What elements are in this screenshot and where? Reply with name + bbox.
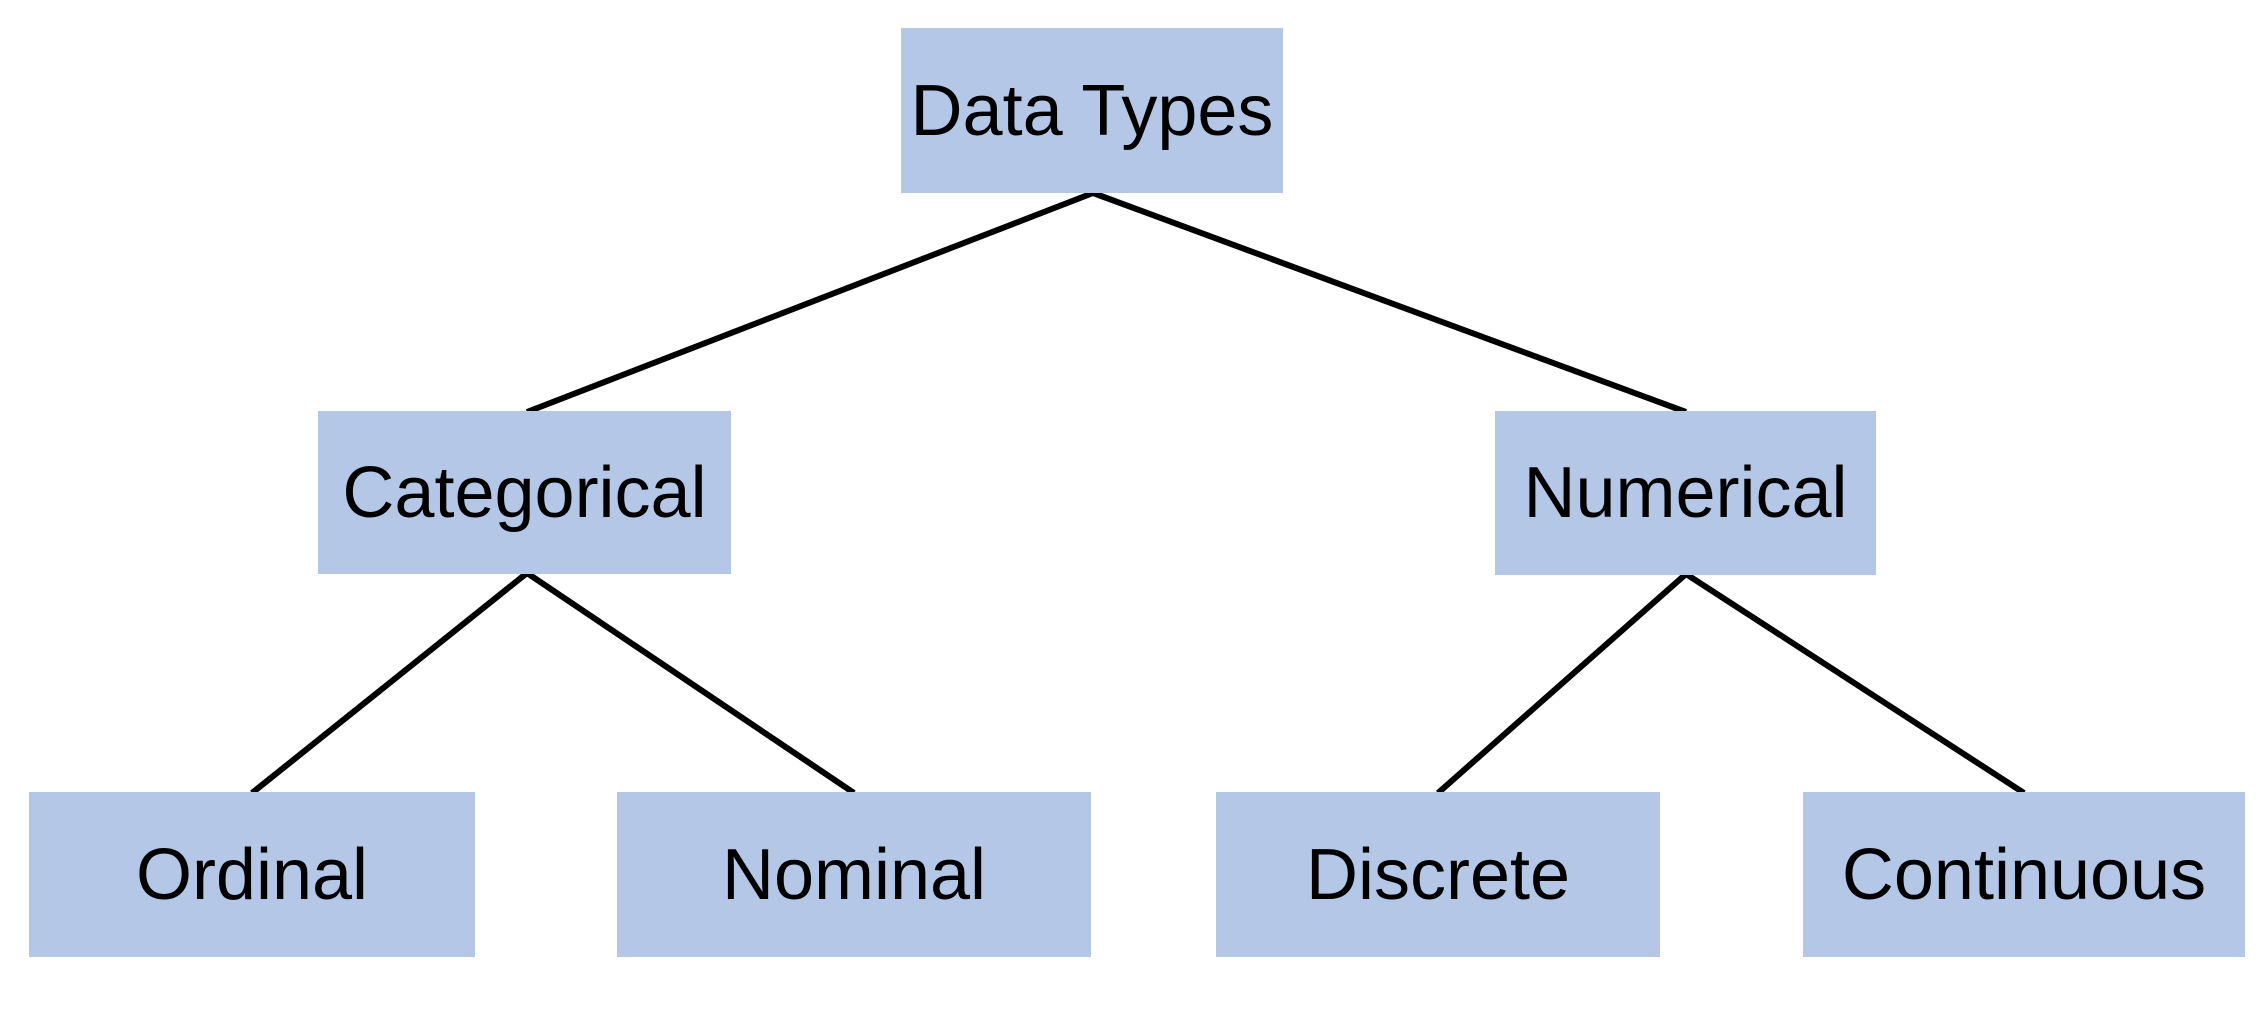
- connector-categorical-ordinal: [250, 570, 529, 796]
- node-nominal-label: Nominal: [721, 834, 987, 915]
- node-discrete-label: Discrete: [1305, 834, 1571, 915]
- node-nominal: Nominal: [617, 792, 1091, 957]
- node-data-types: Data Types: [901, 28, 1283, 193]
- node-numerical: Numerical: [1495, 411, 1876, 575]
- node-data-types-label: Data Types: [910, 70, 1274, 151]
- connector-numerical-continuous: [1684, 571, 2026, 796]
- node-ordinal-label: Ordinal: [135, 834, 369, 915]
- connector-numerical-discrete: [1436, 571, 1688, 796]
- node-continuous-label: Continuous: [1841, 834, 2207, 915]
- node-categorical-label: Categorical: [342, 452, 707, 533]
- connector-categorical-nominal: [525, 570, 856, 796]
- node-continuous: Continuous: [1803, 792, 2245, 957]
- node-ordinal: Ordinal: [29, 792, 475, 957]
- connector-root-categorical: [525, 190, 1095, 415]
- node-numerical-label: Numerical: [1523, 453, 1848, 533]
- connector-root-numerical: [1091, 190, 1688, 415]
- node-categorical: Categorical: [318, 411, 731, 574]
- node-discrete: Discrete: [1216, 792, 1660, 957]
